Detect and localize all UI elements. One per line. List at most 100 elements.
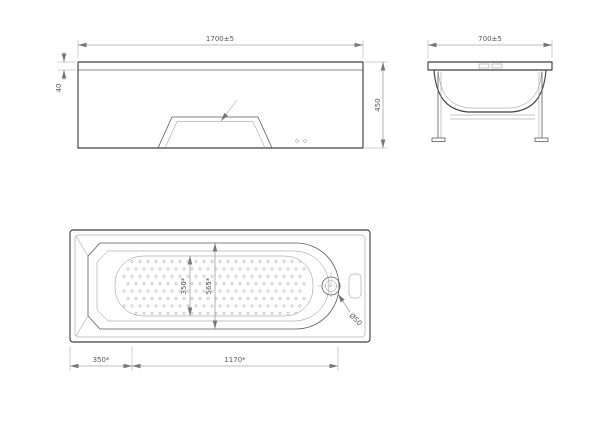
anti-slip-dot bbox=[186, 260, 190, 263]
anti-slip-dot bbox=[182, 297, 186, 300]
anti-slip-dot bbox=[210, 260, 214, 263]
anti-slip-dot bbox=[150, 282, 154, 286]
anti-slip-dot bbox=[178, 304, 182, 308]
anti-slip-dot bbox=[262, 297, 266, 300]
tub-wall-bottom bbox=[96, 250, 330, 322]
anti-slip-dot bbox=[206, 267, 210, 271]
anti-slip-dot bbox=[290, 304, 294, 308]
anti-slip-dot bbox=[154, 289, 158, 293]
anti-slip-dot bbox=[278, 297, 282, 300]
recess-outline bbox=[157, 116, 273, 149]
anti-slip-dot bbox=[250, 289, 254, 293]
anti-slip-dot bbox=[150, 311, 154, 315]
anti-slip-dot bbox=[130, 304, 134, 308]
anti-slip-dot bbox=[162, 260, 166, 263]
anti-slip-dot bbox=[266, 260, 270, 263]
anti-slip-dot bbox=[246, 267, 250, 271]
anti-slip-dot bbox=[134, 267, 138, 271]
anti-slip-dot bbox=[270, 297, 274, 300]
leader-line bbox=[337, 293, 351, 313]
anti-slip-dot bbox=[138, 289, 142, 293]
anti-slip-dot bbox=[226, 304, 230, 308]
drain-inner-circle bbox=[325, 280, 337, 292]
anti-slip-dot bbox=[298, 274, 302, 278]
anti-slip-dot bbox=[286, 311, 290, 315]
anti-slip-dot bbox=[234, 304, 238, 308]
anti-slip-dot bbox=[170, 260, 174, 263]
front-height-dim-label: 450 bbox=[374, 98, 382, 111]
anti-slip-dot bbox=[274, 289, 278, 293]
front-panel-outline bbox=[77, 61, 364, 149]
anti-slip-dot bbox=[198, 297, 202, 300]
anti-slip-dot bbox=[138, 260, 142, 263]
anti-slip-dot bbox=[266, 274, 270, 278]
anti-slip-dot bbox=[282, 289, 286, 293]
anti-slip-dot bbox=[190, 267, 194, 271]
anti-slip-dot bbox=[186, 274, 190, 278]
anti-slip-dot bbox=[122, 304, 126, 308]
anti-slip-dot bbox=[302, 311, 306, 315]
anti-slip-dot bbox=[178, 289, 182, 293]
anti-slip-dot bbox=[222, 282, 226, 286]
anti-slip-dot bbox=[162, 304, 166, 308]
anti-slip-dot bbox=[130, 260, 134, 263]
anti-slip-dot bbox=[274, 260, 278, 263]
anti-slip-dot bbox=[182, 267, 186, 271]
anti-slip-dot bbox=[278, 282, 282, 286]
anti-slip-dot bbox=[166, 282, 170, 286]
anti-slip-dot bbox=[134, 297, 138, 300]
anti-slip-dot bbox=[294, 297, 298, 300]
anti-slip-dot bbox=[142, 311, 146, 315]
anti-slip-dot bbox=[206, 311, 210, 315]
overflow-bracket bbox=[348, 273, 362, 299]
frame-foot bbox=[534, 137, 549, 142]
anti-slip-dot bbox=[170, 304, 174, 308]
anti-slip-dot bbox=[202, 289, 206, 293]
anti-slip-dot bbox=[226, 289, 230, 293]
bowl-outline bbox=[433, 69, 547, 113]
anti-slip-dot bbox=[194, 260, 198, 263]
anti-slip-dot bbox=[262, 311, 266, 315]
anti-slip-dot bbox=[142, 282, 146, 286]
anti-slip-dot bbox=[182, 311, 186, 315]
front-width-dim-label: 1700±5 bbox=[206, 35, 234, 43]
anti-slip-dot bbox=[210, 304, 214, 308]
anti-slip-dot bbox=[230, 311, 234, 315]
anti-slip-dot bbox=[258, 260, 262, 263]
plan-rim-line bbox=[74, 234, 366, 338]
anti-slip-dot bbox=[138, 274, 142, 278]
anti-slip-dot bbox=[198, 311, 202, 315]
anti-slip-dot bbox=[246, 297, 250, 300]
anti-slip-dot bbox=[142, 297, 146, 300]
anti-slip-dot bbox=[130, 274, 134, 278]
anti-slip-dot bbox=[282, 260, 286, 263]
anti-slip-dot bbox=[262, 267, 266, 271]
anti-slip-dot bbox=[230, 267, 234, 271]
anti-slip-dot bbox=[202, 260, 206, 263]
anti-slip-dot bbox=[202, 304, 206, 308]
anti-slip-dot bbox=[206, 297, 210, 300]
anti-slip-dot bbox=[186, 304, 190, 308]
anti-slip-dot bbox=[134, 311, 138, 315]
anti-slip-dot bbox=[170, 274, 174, 278]
anti-slip-dot bbox=[250, 274, 254, 278]
anti-slip-dot bbox=[274, 304, 278, 308]
anti-slip-dot bbox=[158, 311, 162, 315]
anti-slip-dot bbox=[218, 274, 222, 278]
front-view: 1700±5 40 450 bbox=[55, 35, 388, 149]
anti-slip-dot bbox=[122, 260, 126, 263]
anti-slip-dot bbox=[166, 297, 170, 300]
anti-slip-dot bbox=[234, 289, 238, 293]
anti-slip-dot bbox=[230, 282, 234, 286]
anti-slip-dot bbox=[190, 311, 194, 315]
anti-slip-dot bbox=[174, 267, 178, 271]
anti-slip-dot bbox=[174, 297, 178, 300]
anti-slip-dot bbox=[282, 304, 286, 308]
side-width-dim-label: 700±5 bbox=[478, 35, 502, 43]
anti-slip-dot bbox=[238, 282, 242, 286]
anti-slip-dot bbox=[230, 297, 234, 300]
anti-slip-dot bbox=[238, 297, 242, 300]
anti-slip-dot bbox=[286, 267, 290, 271]
anti-slip-dot bbox=[206, 282, 210, 286]
